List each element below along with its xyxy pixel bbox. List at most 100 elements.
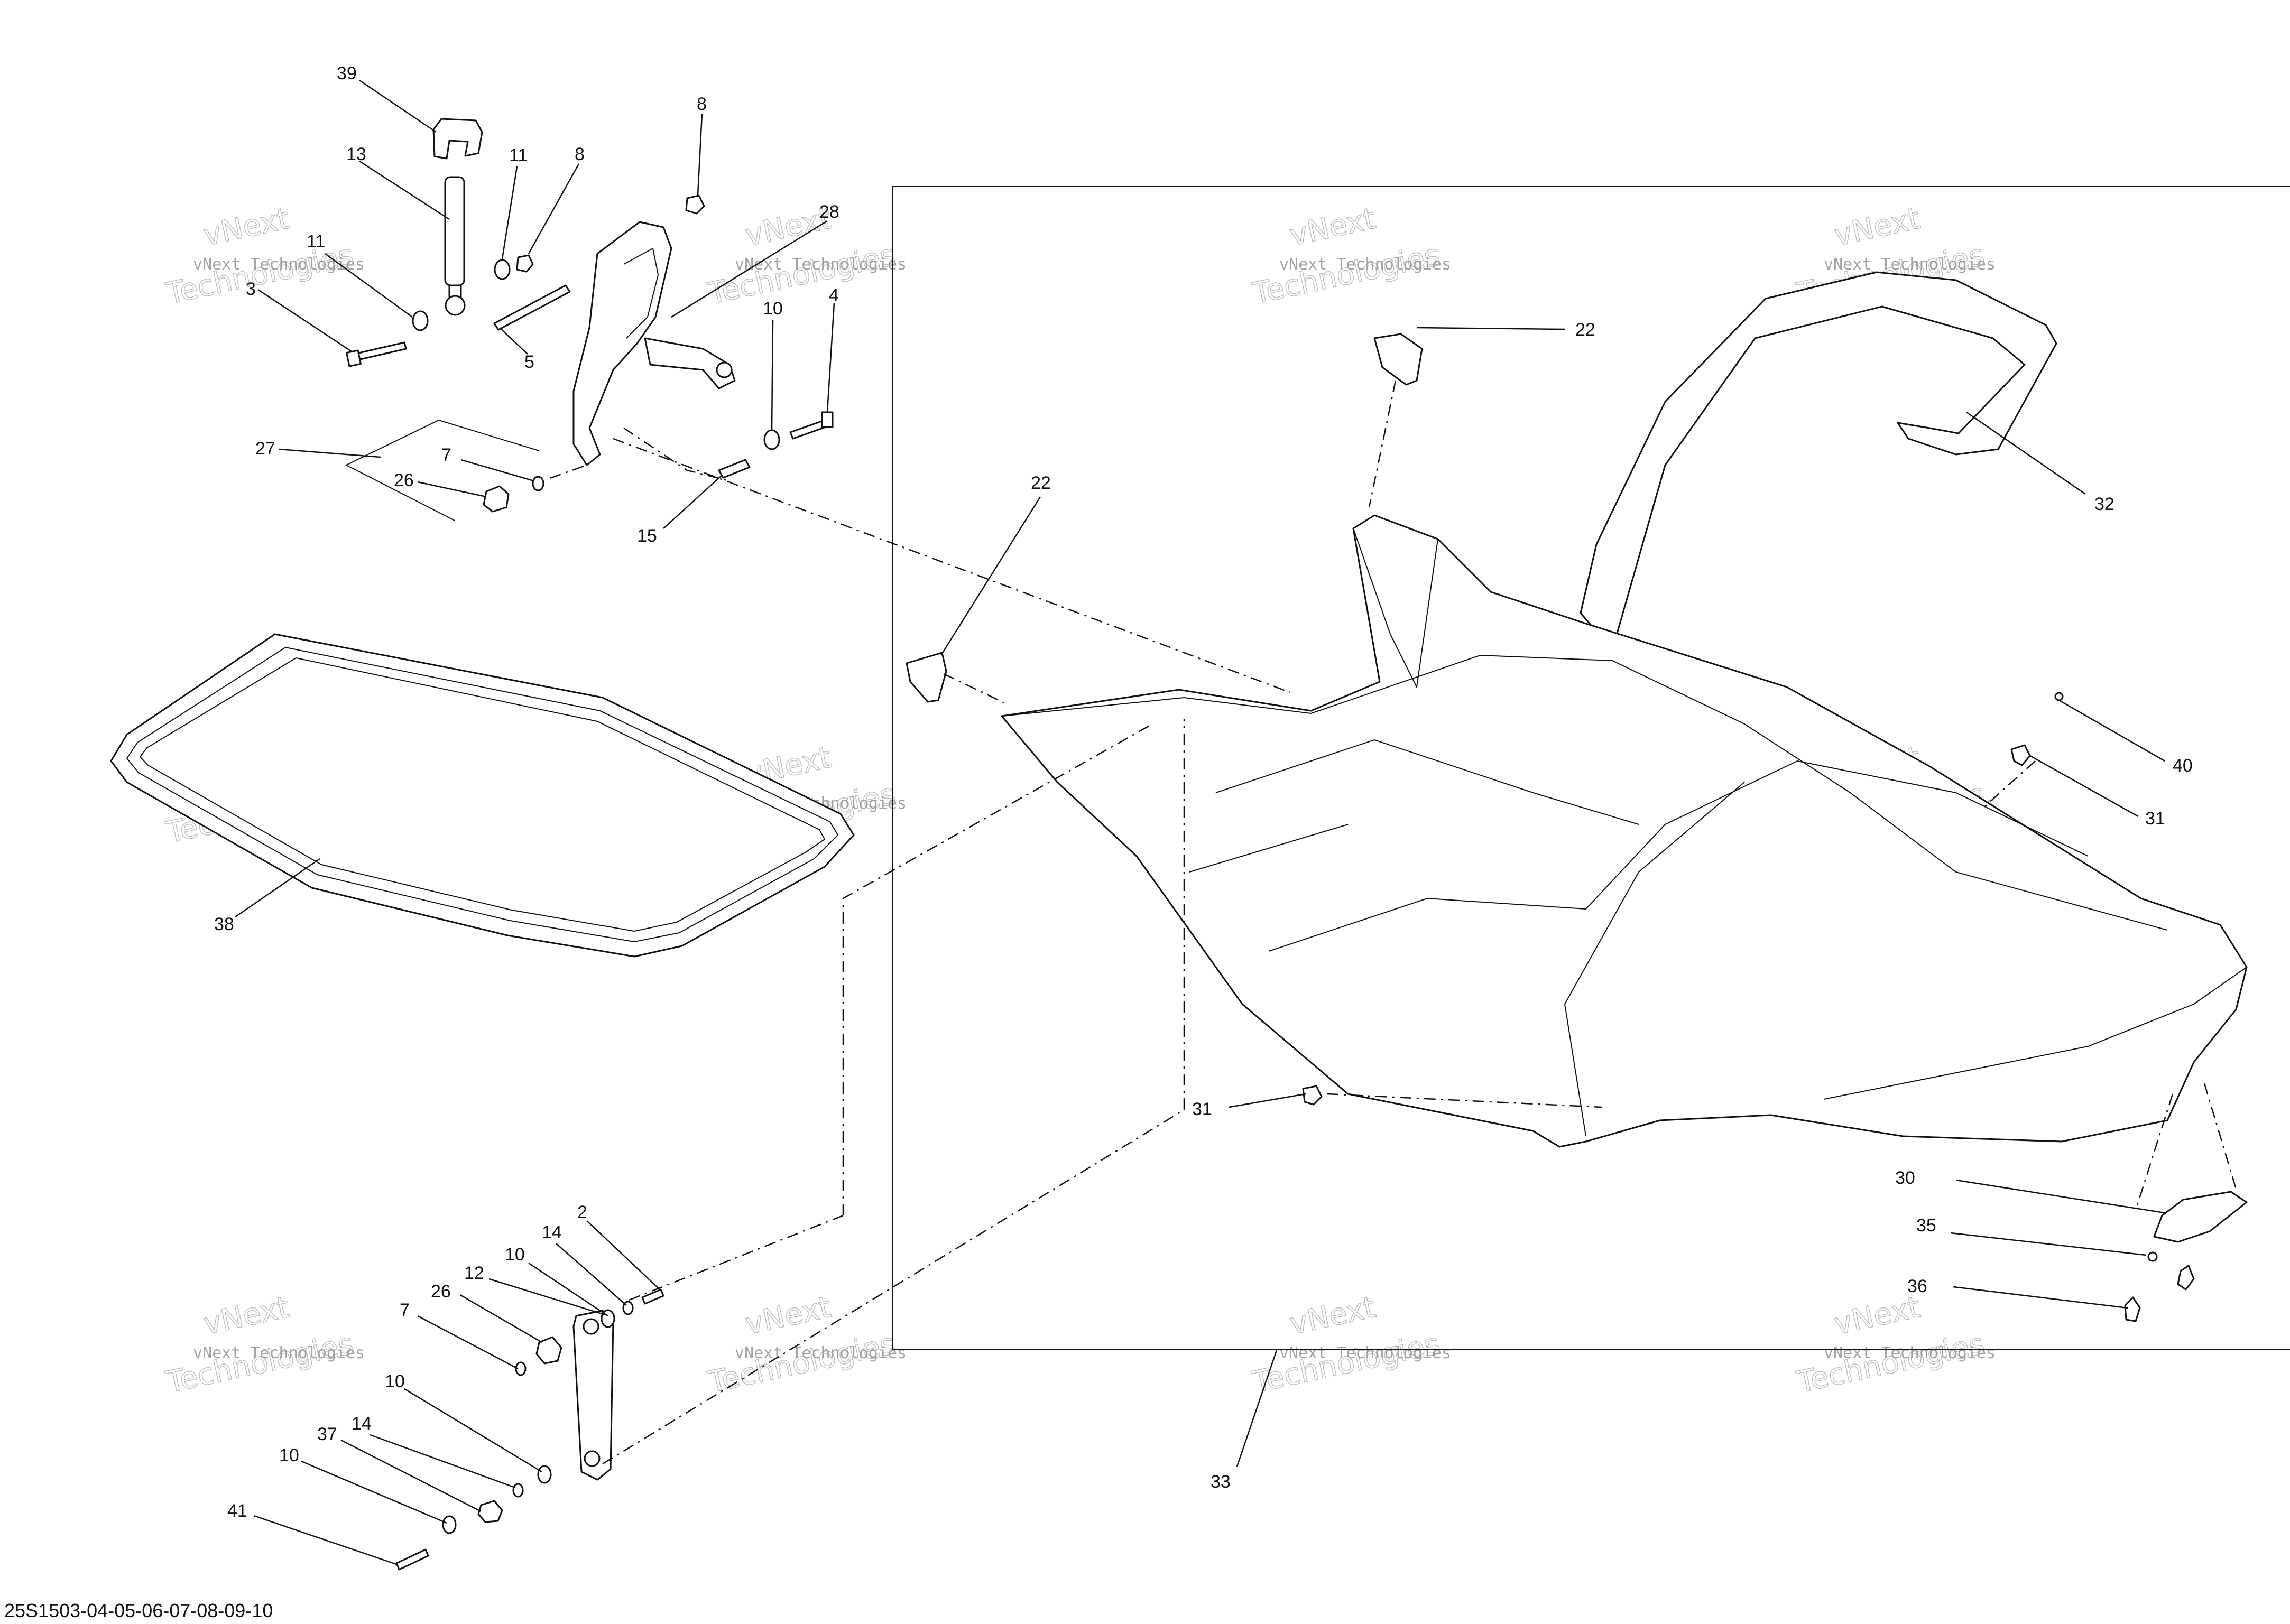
part-30-latch xyxy=(2153,1191,2248,1243)
part-11-washer xyxy=(412,310,429,331)
part-7-nut xyxy=(532,476,544,491)
callout-14: 14 xyxy=(542,1222,562,1242)
callout-10: 10 xyxy=(279,1445,299,1465)
part-31-fastener-bottom xyxy=(1302,1085,1323,1106)
callout-37: 37 xyxy=(317,1424,337,1444)
part-22-bumper-left xyxy=(906,652,947,703)
callout-27: 27 xyxy=(255,439,275,459)
callout-33: 33 xyxy=(1211,1472,1231,1492)
watermark-outline-text: Technologies xyxy=(1249,1326,1443,1400)
watermark-text: vNext Technologies xyxy=(735,255,907,274)
callout-labels: 39 13 11 8 8 11 3 5 28 10 4 27 7 26 15 2… xyxy=(214,63,2193,1521)
part-31-fastener-right xyxy=(2010,744,2031,766)
assembly-lines xyxy=(549,380,2237,1465)
watermark-outline-text: vNext xyxy=(200,201,292,253)
watermark-outline-text: Technologies xyxy=(705,1326,898,1400)
callout-7: 7 xyxy=(441,445,451,465)
part-11-washer-right xyxy=(494,259,511,280)
part-39-clamp xyxy=(432,118,483,160)
watermark-text: vNext Technologies xyxy=(1824,255,1996,274)
part-33-seat xyxy=(1001,514,2248,1148)
callout-31: 31 xyxy=(1192,1099,1212,1119)
watermark-outline-text: Technologies xyxy=(163,238,356,311)
watermark-text: vNext Technologies xyxy=(1279,255,1451,274)
part-2-pin xyxy=(641,1288,664,1305)
watermark-text: vNext Technologies xyxy=(193,1344,365,1362)
watermark-text: vNext Technologies xyxy=(193,255,365,274)
callout-32: 32 xyxy=(2094,494,2114,514)
callout-10: 10 xyxy=(385,1371,405,1391)
callout-2: 2 xyxy=(577,1202,587,1222)
watermark-outline-text: Technologies xyxy=(1794,1326,1987,1400)
leader-lines xyxy=(235,79,2165,1565)
callout-11: 11 xyxy=(509,145,528,165)
watermark-outline-text: vNext xyxy=(1287,201,1379,253)
part-4-bolt-head xyxy=(821,411,834,428)
part-8-nut-top xyxy=(685,194,705,215)
callout-5: 5 xyxy=(524,352,534,372)
watermark-outline-text: Technologies xyxy=(163,1326,356,1400)
callout-35: 35 xyxy=(1916,1215,1936,1236)
watermark-outline-text: vNext xyxy=(200,1290,292,1342)
callout-8: 8 xyxy=(697,94,707,114)
part-22-bumper-top xyxy=(1373,333,1423,386)
callout-4: 4 xyxy=(829,285,839,305)
part-26-spacer-b xyxy=(535,1336,562,1365)
callout-26: 26 xyxy=(394,470,414,490)
part-10-washer xyxy=(763,429,780,450)
part-40-clip xyxy=(2054,692,2064,701)
watermark-outline-text: vNext xyxy=(1831,201,1923,253)
part-8-nut xyxy=(516,254,534,273)
callout-13: 13 xyxy=(346,144,366,164)
callout-10: 10 xyxy=(763,299,783,319)
part-13-gas-spring xyxy=(444,176,466,316)
callout-11: 11 xyxy=(307,231,325,252)
watermark-outline-text: vNext xyxy=(1287,1290,1379,1342)
callout-36: 36 xyxy=(1907,1276,1927,1296)
callout-40: 40 xyxy=(2173,756,2193,776)
watermark-text: vNext Technologies xyxy=(1279,1344,1451,1362)
part-15-pin xyxy=(718,459,751,479)
part-3-bolt xyxy=(346,341,407,367)
callout-31: 31 xyxy=(2145,809,2165,829)
callout-22: 22 xyxy=(1031,473,1051,493)
part-36-screw-2 xyxy=(2177,1265,2195,1291)
part-35-rivet xyxy=(2147,1251,2158,1262)
callout-7: 7 xyxy=(400,1300,410,1320)
part-38-seal xyxy=(110,633,855,958)
part-5-pin xyxy=(493,284,571,331)
callout-41: 41 xyxy=(227,1501,247,1521)
part-14-washer-b xyxy=(512,1483,524,1498)
watermark-outline-text: vNext xyxy=(742,1290,834,1342)
callout-30: 30 xyxy=(1895,1168,1915,1188)
part-28-bracket xyxy=(572,221,736,466)
part-link-arm xyxy=(572,1310,614,1481)
part-26-spacer xyxy=(483,485,510,513)
part-10-washer-b xyxy=(537,1465,552,1484)
part-7-nut-b xyxy=(515,1361,527,1376)
watermark-text: vNext Technologies xyxy=(735,1344,907,1362)
callout-39: 39 xyxy=(337,63,357,83)
kit-27-bracket-lines xyxy=(345,419,540,521)
part-32-strap xyxy=(1580,271,2057,651)
callout-8: 8 xyxy=(575,144,585,164)
callout-28: 28 xyxy=(819,202,839,222)
diagram-reference-code: 25S1503-04-05-06-07-08-09-10 xyxy=(4,1600,273,1621)
watermark-outline-text: vNext xyxy=(1831,1290,1923,1342)
watermark-text: vNext Technologies xyxy=(1824,1344,1996,1362)
part-37-spacer xyxy=(477,1500,503,1523)
callout-14: 14 xyxy=(352,1414,372,1434)
part-36-screw xyxy=(2124,1296,2141,1322)
callout-26: 26 xyxy=(431,1282,451,1302)
callout-38: 38 xyxy=(214,914,234,934)
callout-12: 12 xyxy=(464,1263,484,1283)
watermark-outline-text: Technologies xyxy=(1249,238,1443,311)
callout-22: 22 xyxy=(1575,320,1595,340)
